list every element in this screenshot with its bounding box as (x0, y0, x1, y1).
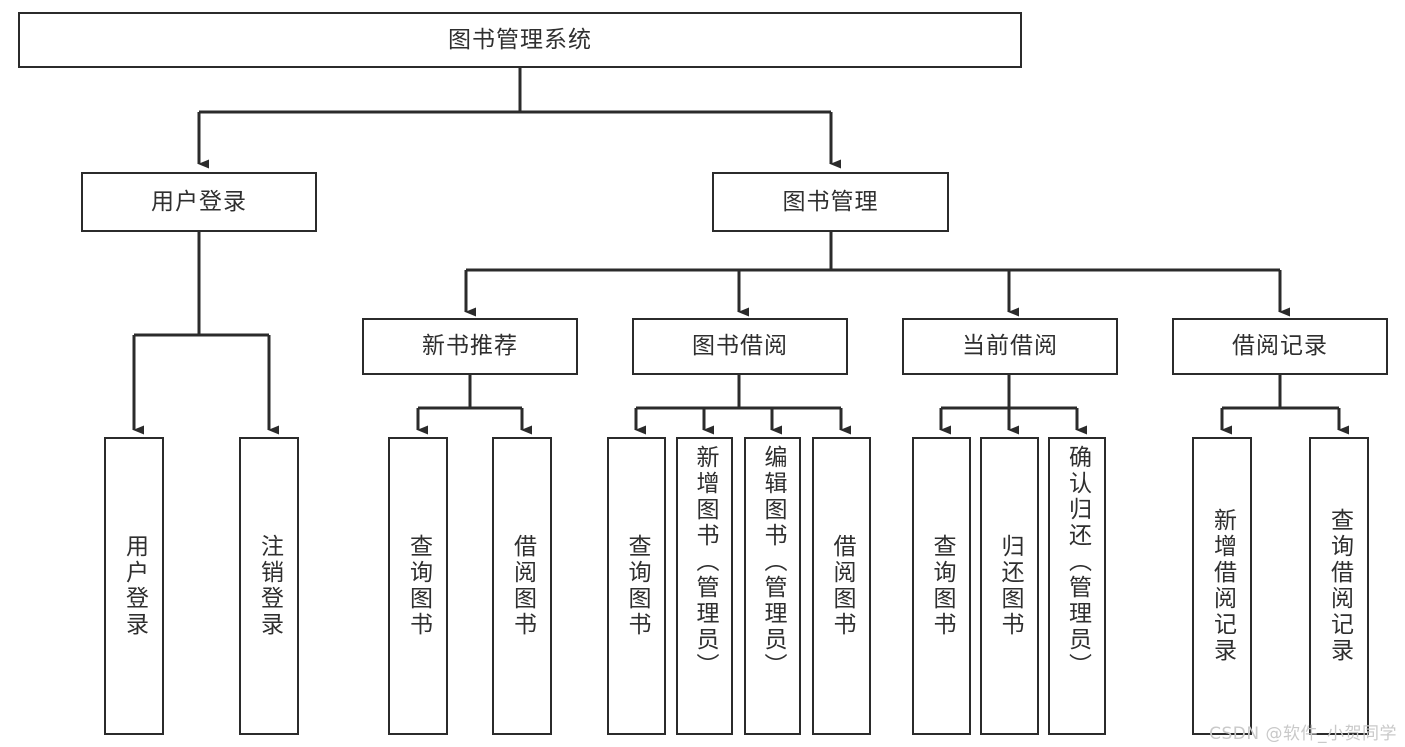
node-label: 编辑图书（管理员） (760, 445, 786, 679)
node-label: 新增图书（管理员） (692, 445, 718, 679)
node-label: 用户登录 (121, 534, 148, 638)
leaf-borrow-book-2[interactable]: 借阅图书 (812, 437, 871, 735)
node-label: 图书借阅 (692, 333, 788, 359)
leaf-add-book[interactable]: 新增图书（管理员） (676, 437, 733, 735)
leaf-query-book-3[interactable]: 查询图书 (912, 437, 971, 735)
node-book-borrow[interactable]: 图书借阅 (632, 318, 848, 375)
node-label: 确认归还（管理员） (1064, 445, 1091, 679)
node-label: 图书管理 (782, 188, 879, 215)
node-label: 用户登录 (151, 188, 247, 215)
leaf-add-record[interactable]: 新增借阅记录 (1192, 437, 1252, 735)
node-label: 新增借阅记录 (1209, 508, 1236, 664)
node-label: 借阅记录 (1232, 333, 1328, 359)
node-label: 注销登录 (256, 534, 283, 638)
node-label: 查询图书 (624, 534, 650, 638)
leaf-edit-book[interactable]: 编辑图书（管理员） (744, 437, 801, 735)
node-user-login[interactable]: 用户登录 (81, 172, 317, 232)
node-book-manage[interactable]: 图书管理 (712, 172, 949, 232)
node-label: 图书管理系统 (448, 26, 592, 53)
node-label: 借阅图书 (829, 534, 855, 638)
leaf-user-login[interactable]: 用户登录 (104, 437, 164, 735)
node-label: 归还图书 (997, 534, 1023, 638)
csdn-watermark: CSDN @软件_小贺同学 (1209, 724, 1397, 744)
node-new-book-recommend[interactable]: 新书推荐 (362, 318, 578, 375)
leaf-user-logout[interactable]: 注销登录 (239, 437, 299, 735)
leaf-borrow-book-1[interactable]: 借阅图书 (492, 437, 552, 735)
leaf-query-book-1[interactable]: 查询图书 (388, 437, 448, 735)
leaf-confirm-return[interactable]: 确认归还（管理员） (1048, 437, 1106, 735)
node-label: 查询图书 (929, 534, 955, 638)
node-label: 查询图书 (405, 534, 432, 638)
node-label: 新书推荐 (422, 333, 518, 359)
leaf-return-book[interactable]: 归还图书 (980, 437, 1039, 735)
leaf-query-book-2[interactable]: 查询图书 (607, 437, 666, 735)
node-current-borrow[interactable]: 当前借阅 (902, 318, 1118, 375)
node-label: 当前借阅 (962, 333, 1058, 359)
leaf-query-record[interactable]: 查询借阅记录 (1309, 437, 1369, 735)
node-label: 查询借阅记录 (1326, 508, 1353, 664)
node-borrow-record[interactable]: 借阅记录 (1172, 318, 1388, 375)
node-book-management-system[interactable]: 图书管理系统 (18, 12, 1022, 68)
node-label: 借阅图书 (509, 534, 536, 638)
